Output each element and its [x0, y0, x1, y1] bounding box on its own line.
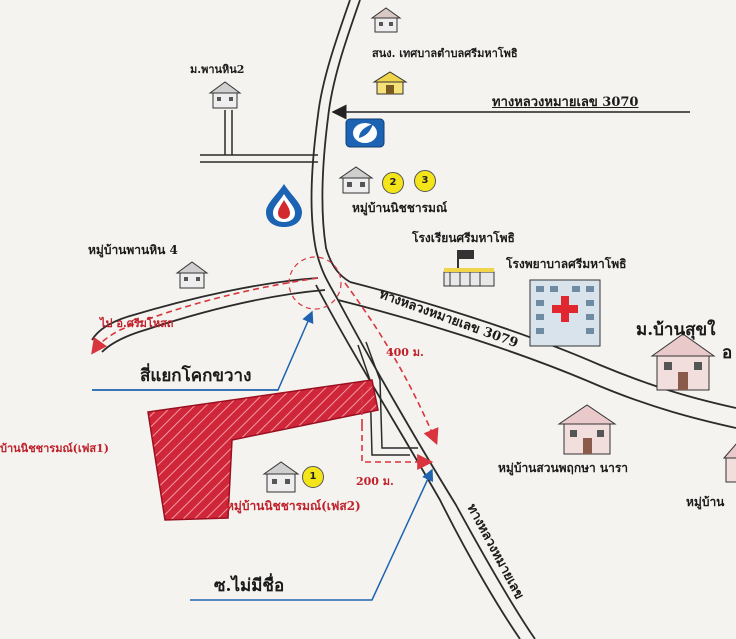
badge-2: 2 [382, 172, 404, 194]
label-soi-noname: ซ.ไม่มีชื่อ [214, 576, 285, 596]
dashed-circle-junction [288, 256, 342, 310]
dashed-200m [361, 425, 434, 470]
house-icon [338, 166, 374, 194]
house-icon [175, 261, 209, 289]
label-dist-400: 400 ม. [386, 346, 424, 359]
label-intersection: สี่แยกโคกขวาง [140, 366, 252, 386]
label-school: โรงเรียนศรีมหาโพธิ [412, 231, 515, 245]
label-hospital: โรงพยาบาลศรีมหาโพธิ [506, 257, 627, 271]
label-moo-phanhin2: ม.พานหิน2 [190, 63, 245, 76]
road-3079-bottom [337, 299, 736, 429]
house-icon [208, 81, 242, 109]
house-icon [650, 333, 716, 391]
road-south-right [337, 299, 536, 639]
house-icon [722, 443, 736, 483]
dashed-400m [344, 282, 439, 445]
leader-soi [190, 468, 434, 601]
label-village-phanhin4: หมู่บ้านพานหิน 4 [88, 243, 178, 257]
school-icon [443, 250, 495, 287]
ptt-logo-icon [266, 184, 302, 227]
house-icon [557, 404, 617, 455]
ptt-logo-icon [345, 118, 385, 148]
label-village-right: หมู่บ้าน [686, 495, 725, 509]
dashed-north-up [361, 384, 376, 425]
road-west-top [91, 277, 319, 341]
label-moo-bansuk: ม.บ้านสุขใ [636, 320, 716, 340]
label-phase1: บ้านนิชชารมณ์(เฟส1) [0, 442, 109, 455]
side-road-phase2-b [365, 341, 418, 449]
phase1-area [147, 379, 379, 521]
main-road-north-right [321, 0, 361, 283]
house-icon [370, 7, 402, 33]
label-road-3070: ทางหลวงหมายเลข 3070 [492, 95, 639, 110]
label-dist-200: 200 ม. [356, 475, 394, 488]
road-west-bottom [101, 289, 326, 353]
road-south-left [315, 284, 521, 639]
badge-3: 3 [414, 170, 436, 192]
gas-station-icon [372, 71, 408, 95]
hospital-icon [529, 279, 601, 347]
label-office: สนง. เทศบาลตำบลศรีมหาโพธิ [372, 47, 518, 60]
road-3079-top [349, 281, 736, 409]
label-phase2: หมู่บ้านนิชชารมณ์(เฟส2) [226, 499, 361, 513]
main-road-north-left [310, 0, 351, 301]
house-icon [262, 461, 300, 493]
side-road-phase2 [357, 344, 410, 456]
badge-1: 1 [302, 466, 324, 488]
side-road-phanhin2 [200, 110, 318, 163]
label-moo-bansuk-tail: อ [722, 343, 733, 363]
label-village-nitcharom: หมู่บ้านนิชชารมณ์ [352, 201, 448, 215]
label-to-srimahaphot: ไป อ.ศรีมโหสถ [100, 317, 174, 330]
label-village-suanphrueksa: หมู่บ้านสวนพฤกษา นารา [498, 461, 629, 475]
dashed-to-west [91, 277, 319, 355]
